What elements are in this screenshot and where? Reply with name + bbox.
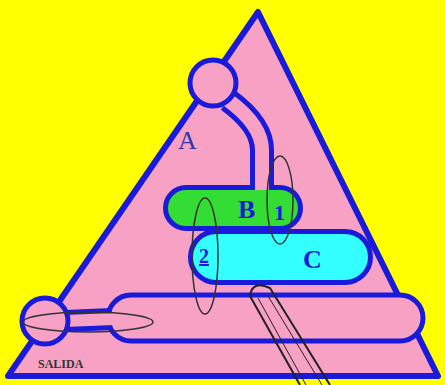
callout-number: 2 [199, 246, 209, 266]
region-letter: A [178, 128, 197, 154]
callout-number: 1 [274, 202, 285, 224]
region-band: C [188, 229, 373, 285]
region-letter: C [303, 247, 322, 273]
region-letter: B [238, 197, 255, 223]
exit-label: SALIDA [38, 358, 83, 370]
